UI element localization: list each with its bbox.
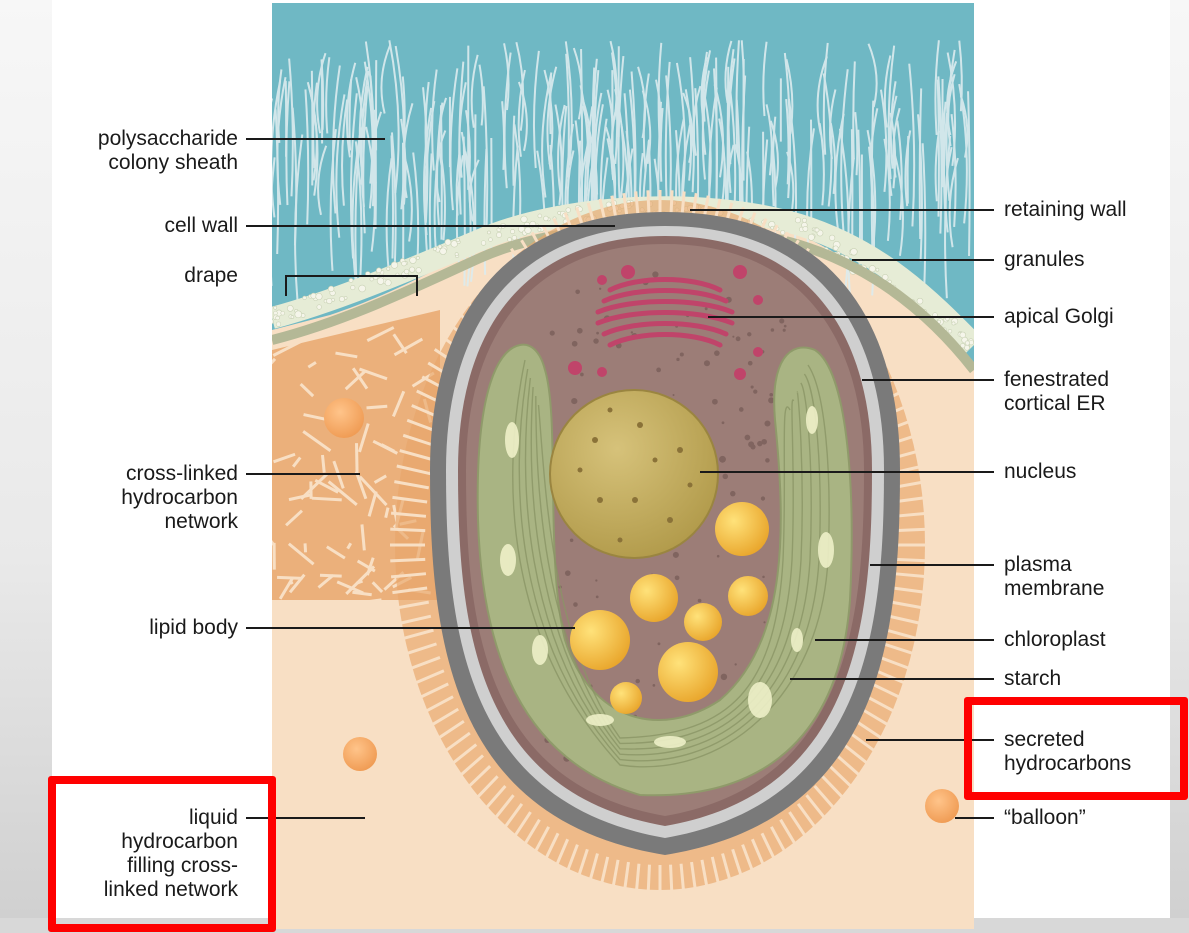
label-apical-golgi: apical Golgi bbox=[1004, 305, 1114, 329]
balloon-right bbox=[925, 789, 959, 823]
label-balloon: “balloon” bbox=[1004, 806, 1086, 830]
label-fenestrated-cortical-er: fenestrated cortical ER bbox=[1004, 368, 1109, 416]
label-granules: granules bbox=[1004, 248, 1085, 272]
label-chloroplast: chloroplast bbox=[1004, 628, 1106, 652]
balloon-lower-left bbox=[343, 737, 377, 771]
label-cell-wall: cell wall bbox=[164, 214, 238, 238]
label-polysaccharide-colony-sheath: polysaccharide colony sheath bbox=[98, 127, 238, 175]
highlight-box-liquid-hydrocarbon bbox=[48, 776, 276, 932]
label-starch: starch bbox=[1004, 667, 1061, 691]
balloon-upper-left bbox=[324, 398, 364, 438]
label-plasma-membrane: plasma membrane bbox=[1004, 553, 1104, 601]
illustration-panel bbox=[251, 3, 974, 929]
label-drape: drape bbox=[184, 264, 238, 288]
label-nucleus: nucleus bbox=[1004, 460, 1076, 484]
label-lipid-body: lipid body bbox=[149, 616, 238, 640]
highlight-box-secreted-hydrocarbons bbox=[964, 697, 1188, 800]
label-cross-linked-hydrocarbon-network: cross-linked hydrocarbon network bbox=[121, 462, 238, 534]
label-retaining-wall: retaining wall bbox=[1004, 198, 1127, 222]
nucleus bbox=[550, 390, 718, 558]
